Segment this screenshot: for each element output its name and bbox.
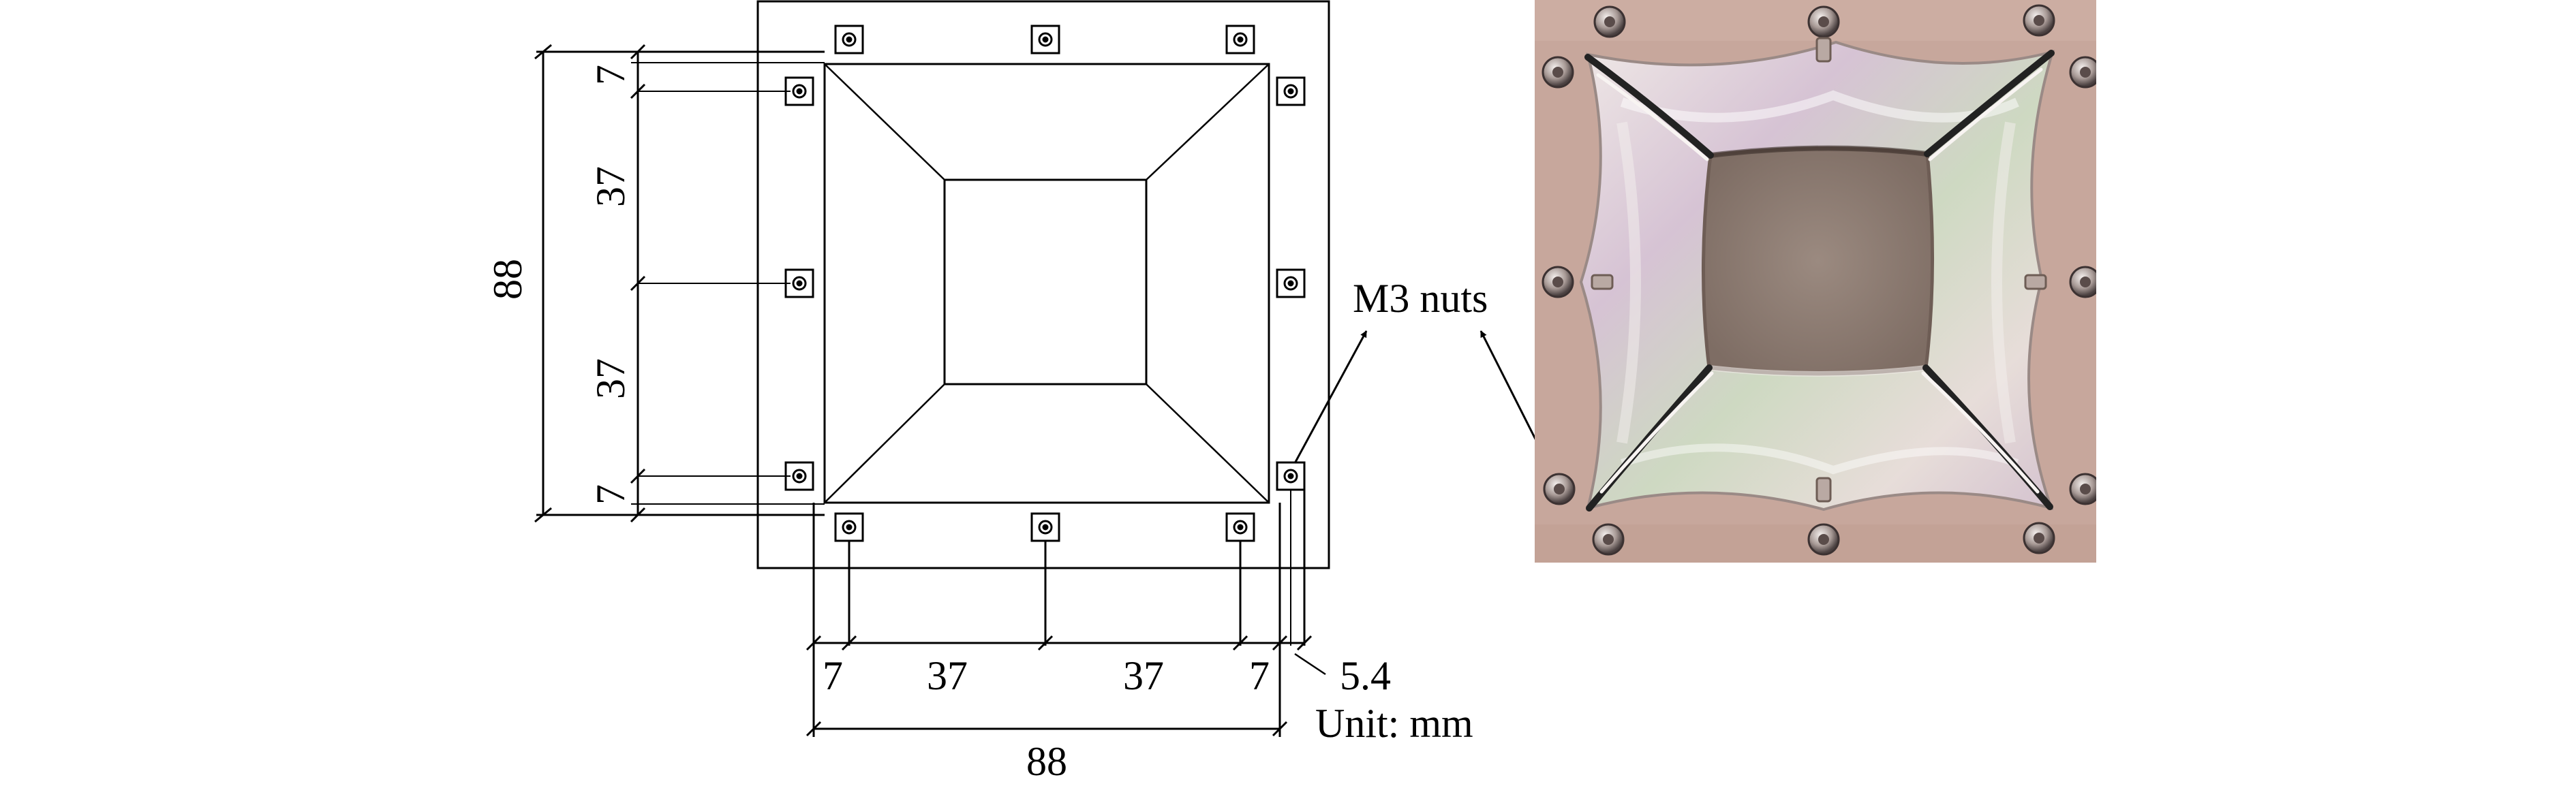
bolt-icon: [2023, 4, 2055, 37]
nut-icon: [1276, 76, 1306, 106]
bolt-icon: [2023, 522, 2055, 554]
dim-bottom-seg-left: 7: [823, 653, 843, 698]
nut-icon: [1225, 512, 1255, 542]
dim-left-seg-b: 37: [588, 358, 633, 399]
creases: [1584, 50, 2055, 512]
nut-icon: [834, 512, 864, 542]
dim-bottom-offset: 5.4: [1340, 653, 1391, 698]
dim-bottom-seg-right: 7: [1249, 653, 1270, 698]
bolt-icon: [1807, 5, 1840, 38]
outer-plate: [756, 0, 1330, 569]
center-window: [943, 178, 1148, 386]
left-dimensions: [534, 44, 825, 523]
dim-left-seg-bottom: 7: [588, 484, 633, 505]
dim-bottom-total: 88: [1026, 739, 1067, 784]
unit-label: Unit: mm: [1315, 701, 1473, 746]
nut-icon: [1030, 25, 1060, 54]
nut-symbols: [784, 25, 1306, 542]
bolt-icon: [1593, 5, 1626, 38]
dimension-labels: 88 7 37 37 7 7 37 37 7 5.4 Unit: mm 88 M…: [485, 65, 1488, 784]
fold-line-bl: [824, 383, 945, 503]
specimen-photo: [1535, 0, 2096, 563]
nut-icon: [834, 25, 864, 54]
fold-line-tl: [824, 63, 945, 180]
dim-left-total: 88: [485, 259, 530, 300]
bolt-icon: [1543, 473, 1576, 505]
nut-icon: [784, 76, 814, 106]
technical-drawing: [534, 0, 1559, 737]
m3-nuts-label: M3 nuts: [1353, 276, 1488, 321]
dim-left-seg-top: 7: [588, 65, 633, 85]
arrow-to-drawing-nut: [1293, 330, 1368, 464]
fold-line-br: [1146, 383, 1270, 503]
bottom-dimensions: [806, 490, 1326, 737]
dim-left-seg-a: 37: [588, 166, 633, 207]
inner-frame: [823, 63, 1270, 504]
nut-icon: [1276, 268, 1306, 298]
photo-bolts: [1542, 4, 2096, 556]
nut-icon: [784, 461, 814, 491]
dim-bottom-seg-b: 37: [1123, 653, 1164, 698]
bolt-icon: [2069, 56, 2096, 89]
bolt-icon: [1807, 523, 1840, 556]
nut-icon: [1276, 461, 1306, 491]
bolt-icon: [1542, 56, 1574, 89]
photo-center-window: [1702, 146, 1935, 376]
bolt-icon: [1542, 266, 1574, 298]
nut-icon: [1030, 512, 1060, 542]
bolt-icon: [2069, 473, 2096, 505]
nut-label-arrows: [1293, 330, 1559, 483]
bolt-icon: [1592, 523, 1625, 556]
nut-icon: [1225, 25, 1255, 54]
dim-bottom-seg-a: 37: [927, 653, 968, 698]
bolt-icon: [2069, 266, 2096, 298]
fold-line-tr: [1146, 63, 1270, 180]
